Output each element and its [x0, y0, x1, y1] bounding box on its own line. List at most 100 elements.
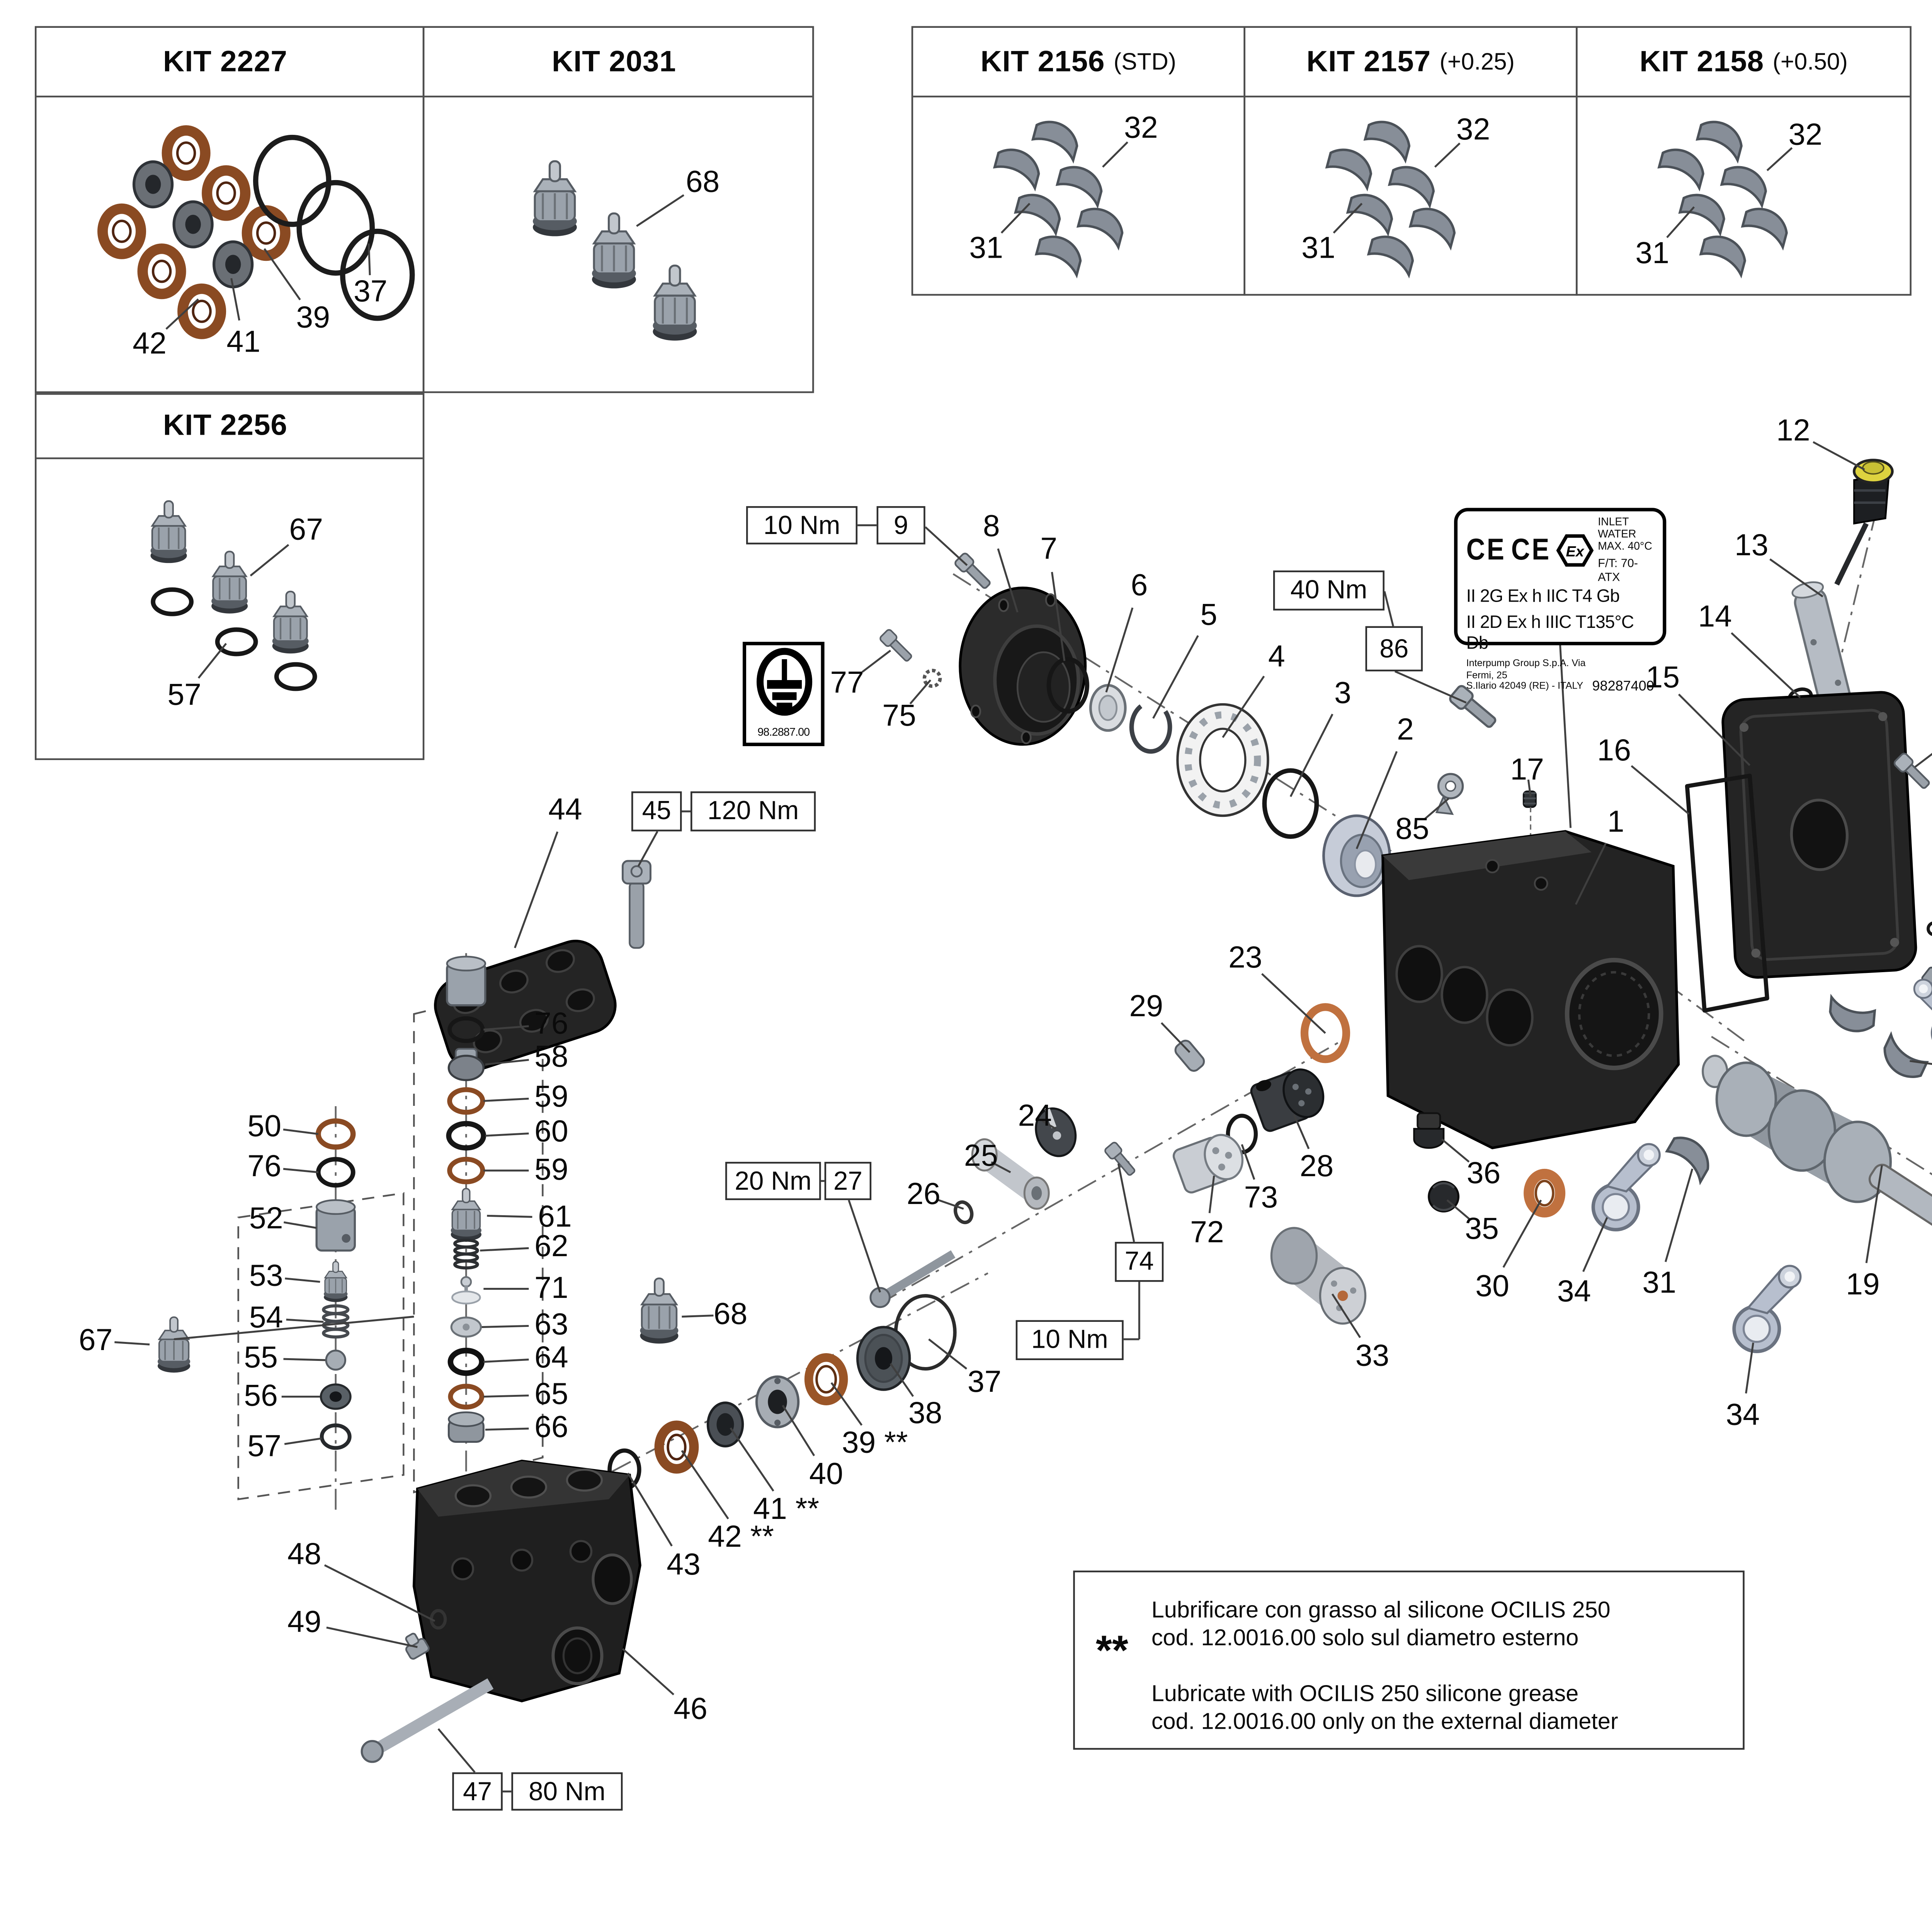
plug-49-drawing — [405, 1633, 430, 1660]
callout-39: 39 — [296, 299, 330, 335]
callout-64: 64 — [534, 1340, 568, 1375]
bushing-30-drawing — [1524, 1168, 1566, 1218]
seal-39-drawing — [804, 1353, 848, 1406]
manufacturer-address-line2: S.Ilario 42049 (RE) - ITALY — [1466, 682, 1583, 693]
callout-50: 50 — [247, 1108, 282, 1143]
note-english-line1: Lubricate with OCILIS 250 silicone greas… — [1151, 1679, 1579, 1706]
crankshaft-drawing — [1702, 1054, 1932, 1238]
kit-title-2031: KIT 2031 — [551, 44, 676, 78]
torque-part-box: 47 — [452, 1772, 503, 1811]
oring-3-drawing — [1262, 768, 1319, 839]
screw-45-drawing — [621, 860, 651, 949]
callout-31: 31 — [969, 230, 1003, 265]
callout-19: 19 — [1846, 1267, 1880, 1302]
callout-25: 25 — [964, 1138, 998, 1173]
callout-56: 56 — [244, 1378, 278, 1413]
callout-57: 57 — [247, 1428, 282, 1463]
callout-71: 71 — [534, 1270, 568, 1305]
oring-7-drawing — [1046, 657, 1089, 714]
note-italian-line2: cod. 12.0016.00 solo sul diametro estern… — [1151, 1624, 1579, 1651]
ground-symbol-label: 98.2887.00 — [743, 641, 825, 747]
kit-title-2256: KIT 2256 — [163, 408, 287, 442]
callout-60: 60 — [534, 1113, 568, 1148]
atex-dust-marking: II 2D Ex h IIIC T135°C Db — [1466, 613, 1634, 654]
callout-16: 16 — [1597, 733, 1631, 768]
kit-box-2031: KIT 2031 — [422, 26, 814, 393]
callout-68: 68 — [713, 1296, 748, 1331]
callout-5: 5 — [1200, 597, 1218, 632]
ce-atex-label: CE CE Ex INLET WATER MAX. 40°C F/T: 70-A… — [1454, 508, 1667, 694]
washer-75-drawing — [922, 668, 942, 688]
callout-41: 41 — [226, 324, 260, 359]
torque-part-box: 74 — [1115, 1241, 1164, 1282]
callout-2: 2 — [1397, 712, 1414, 747]
callout-8: 8 — [983, 508, 1000, 543]
callout-34: 34 — [1557, 1274, 1591, 1309]
callout-12: 12 — [1776, 412, 1810, 447]
max-temp-text: MAX. 40°C — [1598, 542, 1652, 554]
callout-76: 76 — [247, 1148, 282, 1184]
callout-33: 33 — [1355, 1338, 1389, 1373]
guide-72-drawing — [1172, 1134, 1244, 1194]
callout-63: 63 — [534, 1306, 568, 1342]
torque-value-box: 20 Nm — [725, 1162, 821, 1200]
manifold-drawing — [412, 1459, 641, 1702]
callout-67: 67 — [78, 1322, 113, 1357]
stud-47-drawing — [361, 1678, 494, 1763]
note-asterisks: ** — [1095, 1628, 1128, 1675]
kit-suffix-025: (+0.25) — [1439, 49, 1515, 75]
callout-61: 61 — [538, 1199, 572, 1234]
callout-32: 32 — [1124, 110, 1158, 145]
callout-31: 31 — [1301, 230, 1335, 265]
callout-4: 4 — [1268, 639, 1285, 674]
callout-39: 39 ** — [842, 1425, 908, 1460]
kit2256-valves-drawing — [151, 501, 317, 691]
seal-41-drawing — [706, 1401, 744, 1447]
callout-30: 30 — [1475, 1268, 1509, 1303]
oring-10-drawing — [1927, 922, 1932, 936]
callout-3: 3 — [1334, 675, 1351, 710]
callout-72: 72 — [1190, 1214, 1224, 1250]
label-part-code: 98287400 — [1592, 679, 1654, 694]
callout-29: 29 — [1129, 988, 1163, 1023]
seal-42-drawing — [654, 1420, 699, 1474]
rear-cover-drawing — [1721, 691, 1917, 979]
callout-65: 65 — [534, 1376, 568, 1411]
seal-6-drawing — [1089, 684, 1127, 732]
callout-42: 42 ** — [708, 1519, 774, 1554]
kit-box-2158: KIT 2158(+0.50) — [1576, 26, 1912, 296]
kit-title-2158: KIT 2158 — [1639, 44, 1764, 78]
torque-value-box: 80 Nm — [511, 1772, 623, 1811]
torque-part-box: 45 — [631, 791, 682, 832]
kit-title-2156: KIT 2156 — [980, 44, 1105, 78]
callout-6: 6 — [1131, 567, 1148, 602]
kit2227-seals-drawing — [97, 125, 415, 339]
callout-38: 38 — [908, 1395, 942, 1430]
callout-68: 68 — [685, 164, 720, 199]
callout-34: 34 — [1726, 1397, 1760, 1432]
callout-77: 77 — [830, 665, 864, 700]
kit-title-2227: KIT 2227 — [163, 44, 287, 78]
callout-52: 52 — [249, 1201, 283, 1236]
callout-23: 23 — [1228, 939, 1262, 974]
callout-37: 37 — [353, 273, 388, 308]
callout-13: 13 — [1734, 527, 1769, 563]
callout-26: 26 — [906, 1176, 941, 1211]
callout-62: 62 — [534, 1228, 568, 1264]
callout-85: 85 — [1395, 811, 1429, 846]
kit-box-2256: KIT 2256 — [35, 393, 425, 760]
note-english-line2: cod. 12.0016.00 only on the external dia… — [1151, 1707, 1618, 1733]
callout-35: 35 — [1465, 1211, 1499, 1246]
middle-valve-column-drawing — [446, 956, 486, 1443]
kit-suffix-std: (STD) — [1114, 49, 1177, 75]
circlip-5-drawing — [1129, 704, 1172, 754]
callout-31: 31 — [1642, 1265, 1677, 1300]
callout-7: 7 — [1040, 531, 1058, 566]
ground-label-code: 98.2887.00 — [757, 727, 810, 740]
callout-66: 66 — [534, 1409, 568, 1444]
callout-58: 58 — [534, 1039, 568, 1074]
ground-icon — [755, 648, 811, 716]
kit-title-2157: KIT 2157 — [1306, 44, 1431, 78]
gasket-16-drawing — [1685, 774, 1769, 1013]
